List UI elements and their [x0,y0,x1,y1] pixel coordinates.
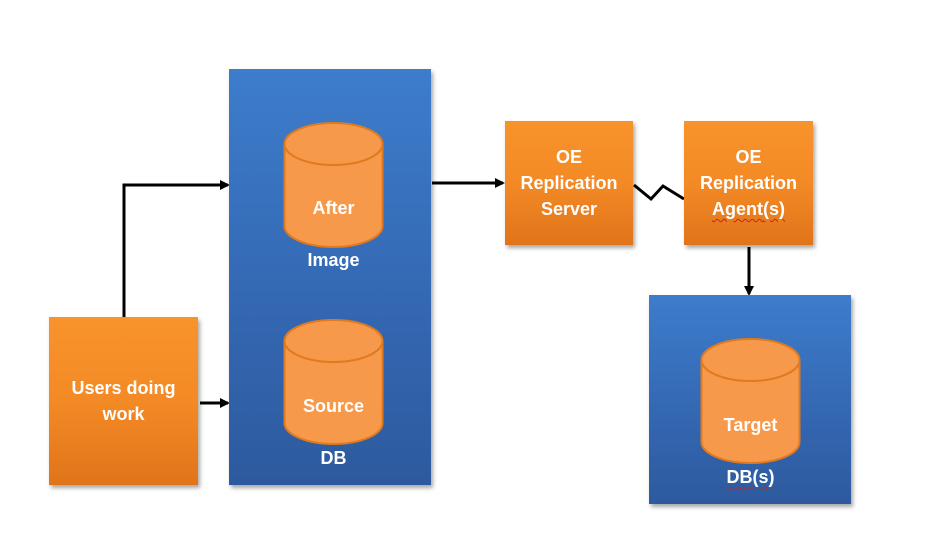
users-line1: Users doing [71,378,176,398]
replication-server-box: OE Replication Server [505,121,633,245]
cylinder-icon [700,338,801,464]
cylinder-icon [283,122,384,248]
replication-server-line3: Server [540,199,598,219]
replication-agent-line3-flagged: (s) [762,199,785,219]
cylinder-icon [283,319,384,445]
source-db-line2: DB [320,448,347,468]
users-doing-work-box: Users doing work [49,317,198,485]
target-db-line2-flagged: (s) [752,467,775,487]
replication-agent-line2: Replication [699,173,797,193]
replication-agent-line3: Agent(s) [700,196,797,222]
after-image-line2: Image [307,250,360,270]
replication-agent-line3-prefix: Agent [711,199,763,219]
source-db-line1: Source [302,396,365,416]
target-db-label: Target DB(s) [700,386,801,516]
replication-agent-line3-text: Agent(s) [712,199,785,219]
source-db-cylinder: Source DB [283,318,384,468]
after-image-label: After Image [283,169,384,299]
target-db-line2-text: DB(s) [727,467,775,487]
replication-server-line1: OE [555,147,582,167]
source-db-label: Source DB [283,367,384,497]
after-image-line1: After [312,198,355,218]
target-db-line2-prefix: DB [726,467,753,487]
replication-server-line2: Replication [520,173,618,193]
replication-agent-box: OE Replication Agent(s) [684,121,813,245]
server-to-agent-network-link [633,183,685,202]
users-to-after-image-arrow [122,180,230,317]
target-db-line1: Target [723,415,778,435]
after-image-cylinder: After Image [283,121,384,270]
replication-agent-line1: OE [735,147,762,167]
users-line2: work [102,404,145,424]
target-db-cylinder: Target DB(s) [700,337,801,487]
target-db-line2: DB(s) [700,464,801,490]
